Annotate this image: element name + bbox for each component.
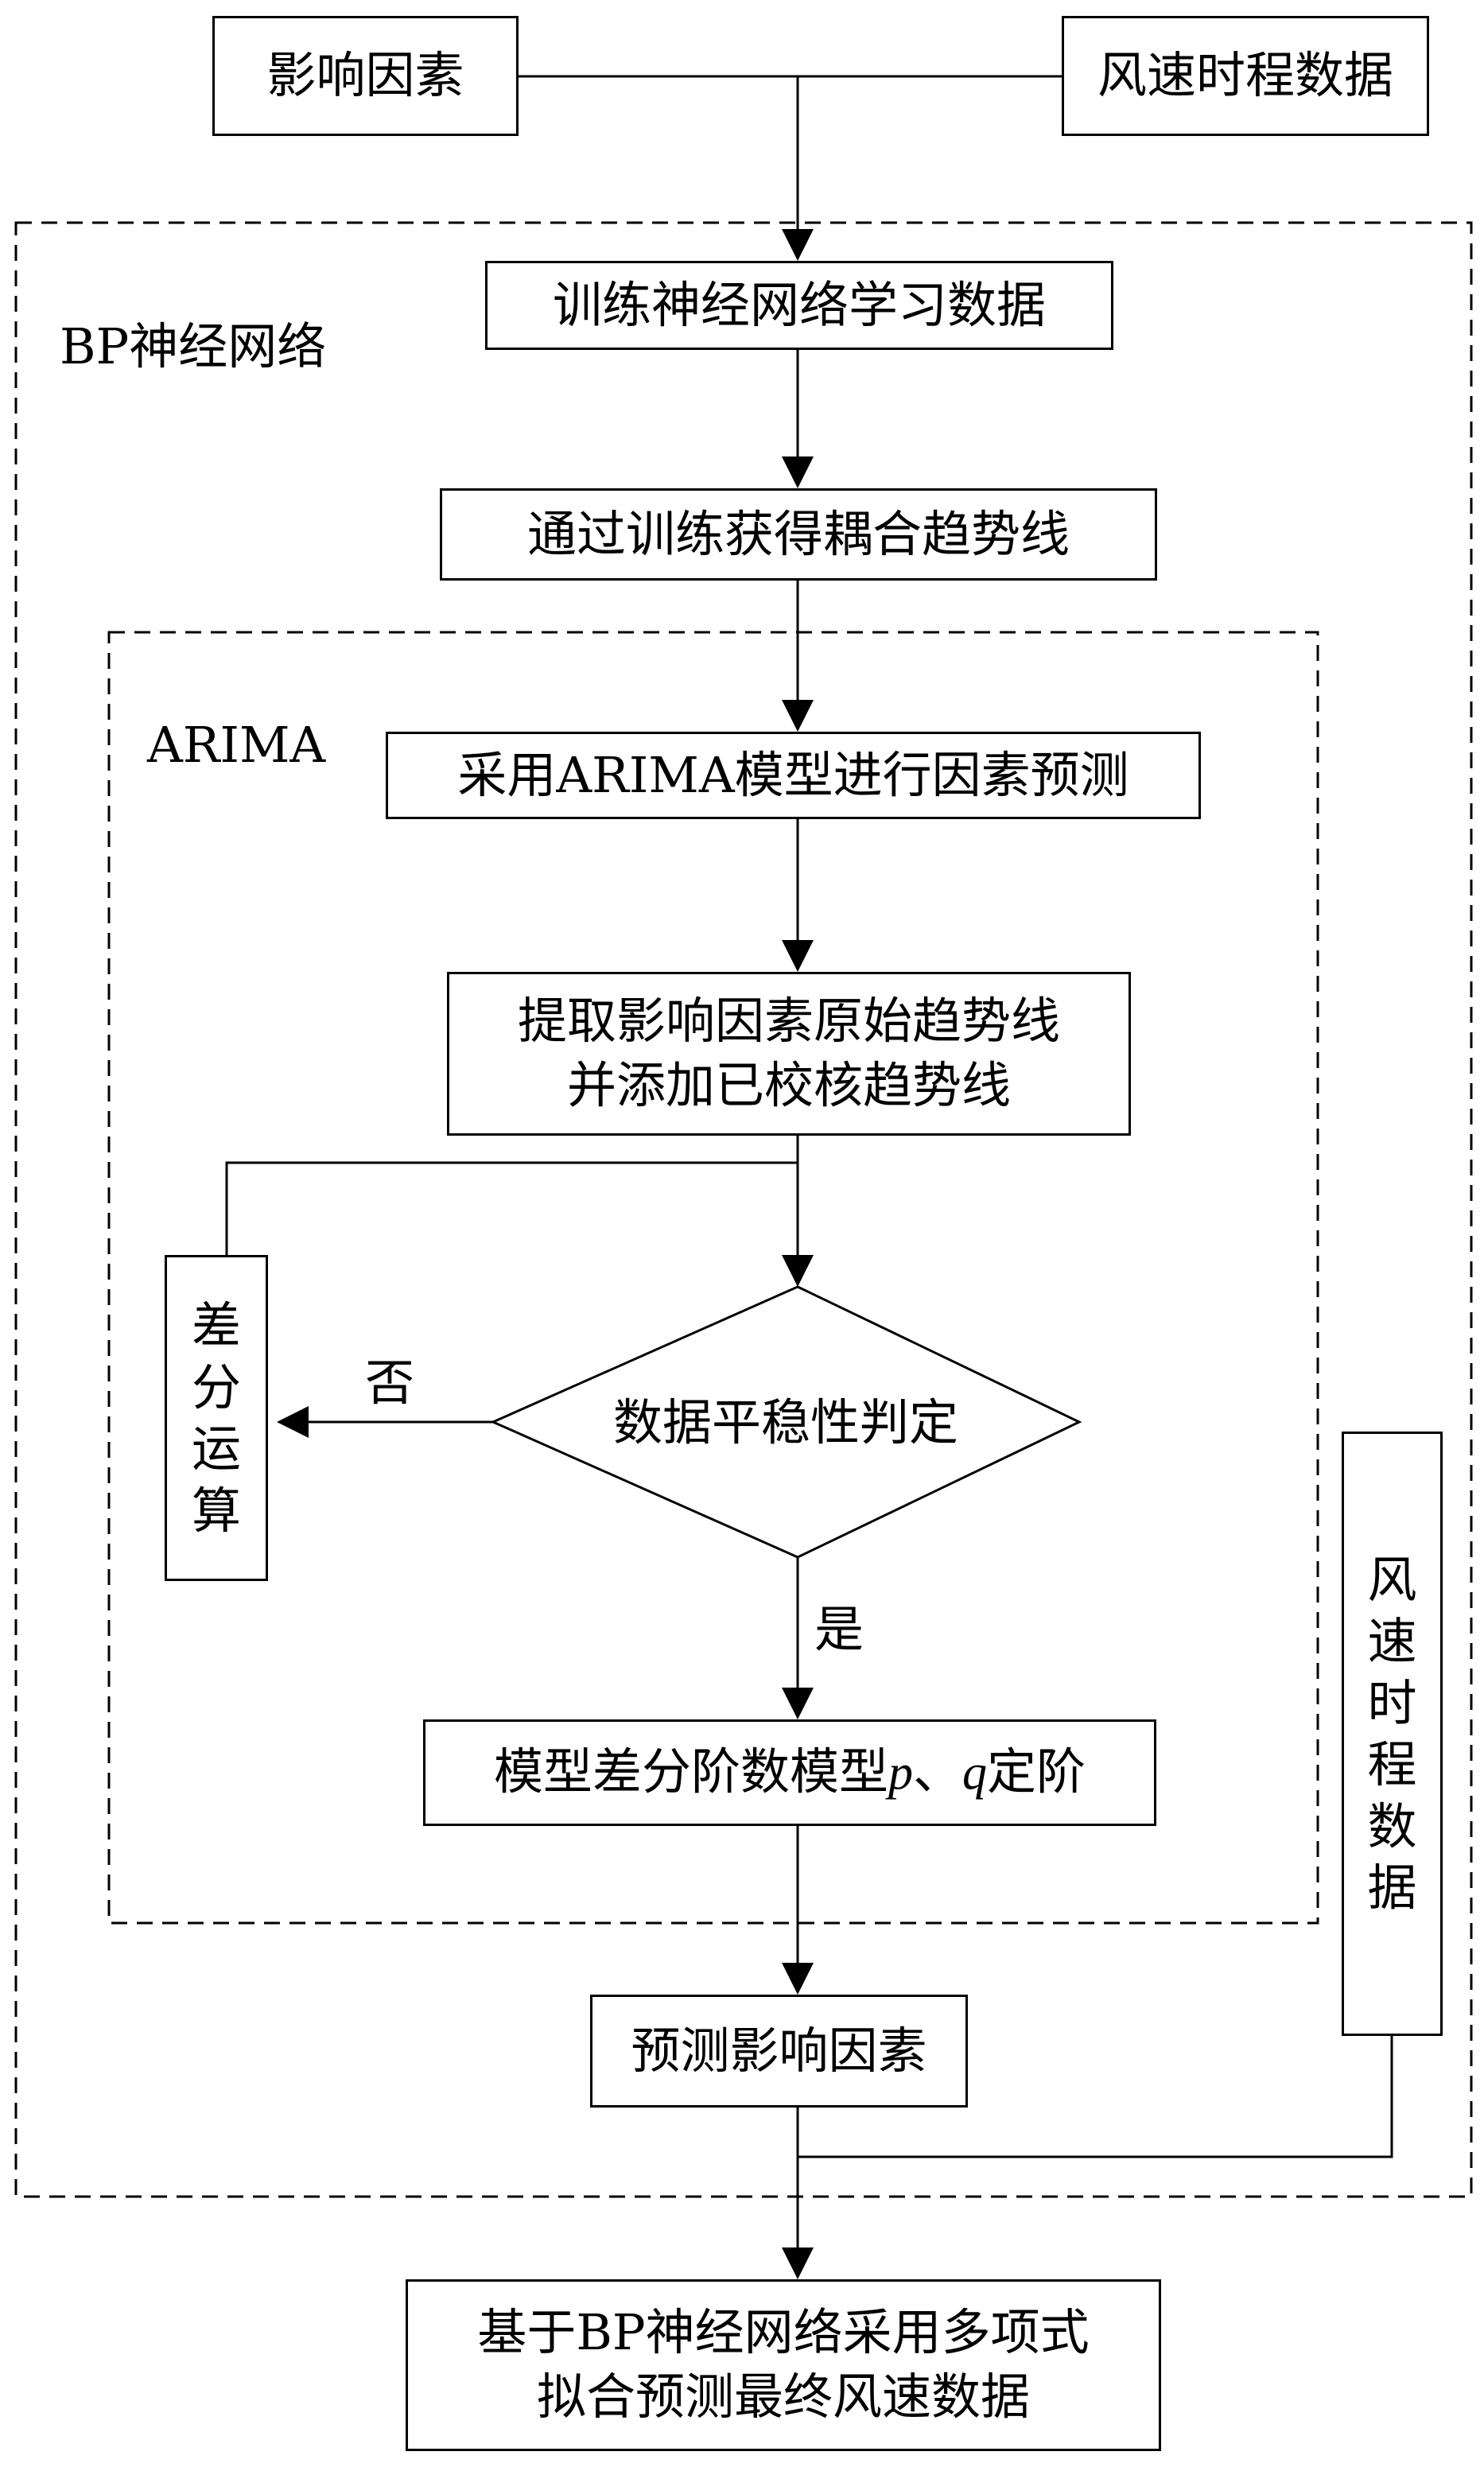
node-predict-factors-label: 预测影响因素 bbox=[631, 2021, 927, 2080]
arrowhead bbox=[782, 456, 814, 488]
node-extract-trend: 提取影响因素原始趋势线 并添加已校核趋势线 bbox=[447, 972, 1131, 1136]
node-coupling-trend: 通过训练获得耦合趋势线 bbox=[440, 488, 1157, 581]
node-difference: 差 分 运 算 bbox=[165, 1255, 268, 1581]
node-final-line1: 基于BP神经网络采用多项式 bbox=[477, 2303, 1090, 2362]
arima-group-border bbox=[107, 631, 1319, 1925]
node-final-output: 基于BP神经网络采用多项式 拟合预测最终风速数据 bbox=[406, 2279, 1161, 2451]
node-wind-data-side-char: 时 bbox=[1367, 1673, 1417, 1732]
node-final-line2: 拟合预测最终风速数据 bbox=[536, 2368, 1030, 2426]
node-extract-trend-line2: 并添加已校核趋势线 bbox=[566, 1056, 1011, 1114]
node-order-q: q bbox=[962, 1746, 987, 1801]
node-influence-factors: 影响因素 bbox=[212, 16, 519, 136]
node-predict-factors: 预测影响因素 bbox=[590, 1995, 968, 2108]
node-order-p: p bbox=[888, 1746, 913, 1801]
node-wind-data-side-char: 数 bbox=[1367, 1797, 1417, 1855]
node-difference-char: 差 bbox=[191, 1296, 241, 1354]
arrowhead bbox=[782, 940, 814, 972]
edge-label-yes: 是 bbox=[814, 1600, 864, 1658]
node-influence-factors-label: 影响因素 bbox=[266, 46, 464, 105]
node-wind-data-top-label: 风速时程数据 bbox=[1097, 46, 1393, 105]
node-order-prefix: 模型差分阶数模型 bbox=[493, 1742, 888, 1801]
node-wind-data-top: 风速时程数据 bbox=[1062, 16, 1429, 136]
node-train-data: 训练神经网络学习数据 bbox=[485, 261, 1113, 350]
node-train-data-label: 训练神经网络学习数据 bbox=[552, 275, 1046, 334]
arrowhead bbox=[782, 1255, 814, 1287]
node-extract-trend-line1: 提取影响因素原始趋势线 bbox=[517, 992, 1060, 1051]
node-arima-predict-label: 采用ARIMA模型进行因素预测 bbox=[457, 745, 1129, 804]
arrowhead bbox=[782, 1688, 814, 1719]
node-order-label: 模型差分阶数模型p、q定阶 bbox=[494, 1740, 1086, 1805]
node-wind-data-side-char: 据 bbox=[1367, 1859, 1417, 1917]
node-order-determination: 模型差分阶数模型p、q定阶 bbox=[423, 1719, 1156, 1826]
node-order-suffix: 定阶 bbox=[987, 1742, 1086, 1801]
node-wind-data-side: 风 速 时 程 数 据 bbox=[1342, 1432, 1443, 2036]
decision-label: 数据平稳性判定 bbox=[613, 1393, 958, 1451]
node-wind-data-side-char: 风 bbox=[1367, 1550, 1417, 1609]
node-difference-char: 运 bbox=[191, 1420, 241, 1478]
arrowhead bbox=[782, 1963, 814, 1995]
edge-label-no: 否 bbox=[365, 1354, 414, 1412]
edge-difference-feedback bbox=[225, 1161, 798, 1255]
node-wind-data-side-char: 速 bbox=[1367, 1612, 1417, 1670]
edge-side-wind-merge bbox=[798, 2036, 1393, 2158]
arrowhead bbox=[782, 700, 814, 732]
node-wind-data-side-char: 程 bbox=[1367, 1735, 1417, 1793]
arrowhead bbox=[277, 1406, 309, 1438]
group-label-arima: ARIMA bbox=[147, 716, 326, 774]
node-order-sep: 、 bbox=[912, 1742, 962, 1801]
arrowhead bbox=[782, 229, 814, 261]
node-difference-char: 分 bbox=[191, 1358, 241, 1416]
group-label-bp: BP神经网络 bbox=[60, 317, 327, 375]
node-arima-predict: 采用ARIMA模型进行因素预测 bbox=[386, 732, 1201, 819]
node-coupling-trend-label: 通过训练获得耦合趋势线 bbox=[526, 504, 1070, 563]
bp-group-border bbox=[14, 221, 1473, 2198]
arrowhead bbox=[782, 2247, 814, 2279]
node-difference-char: 算 bbox=[191, 1481, 241, 1540]
